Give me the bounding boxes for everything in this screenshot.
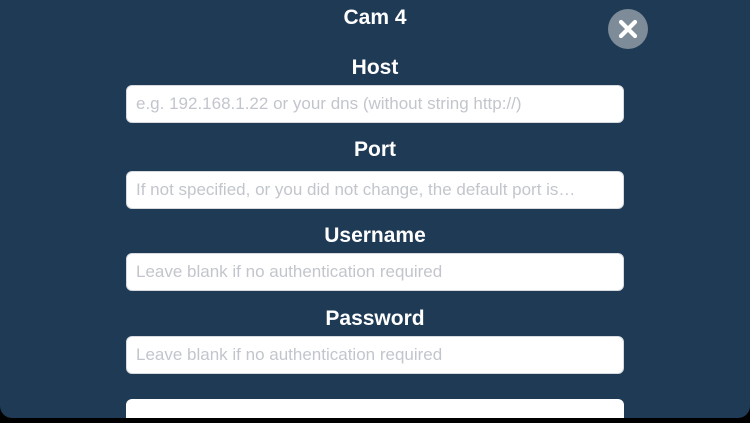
username-label: Username: [324, 224, 426, 247]
password-label: Password: [325, 307, 425, 330]
password-input[interactable]: [126, 336, 624, 374]
close-button[interactable]: [608, 9, 648, 49]
port-input[interactable]: [126, 171, 624, 209]
dialog-title: Cam 4: [343, 6, 407, 29]
close-x-icon: [618, 19, 638, 39]
next-field-input[interactable]: [126, 399, 624, 418]
port-label: Port: [354, 138, 396, 161]
host-input[interactable]: [126, 85, 624, 123]
username-input[interactable]: [126, 253, 624, 291]
host-label: Host: [351, 56, 399, 79]
